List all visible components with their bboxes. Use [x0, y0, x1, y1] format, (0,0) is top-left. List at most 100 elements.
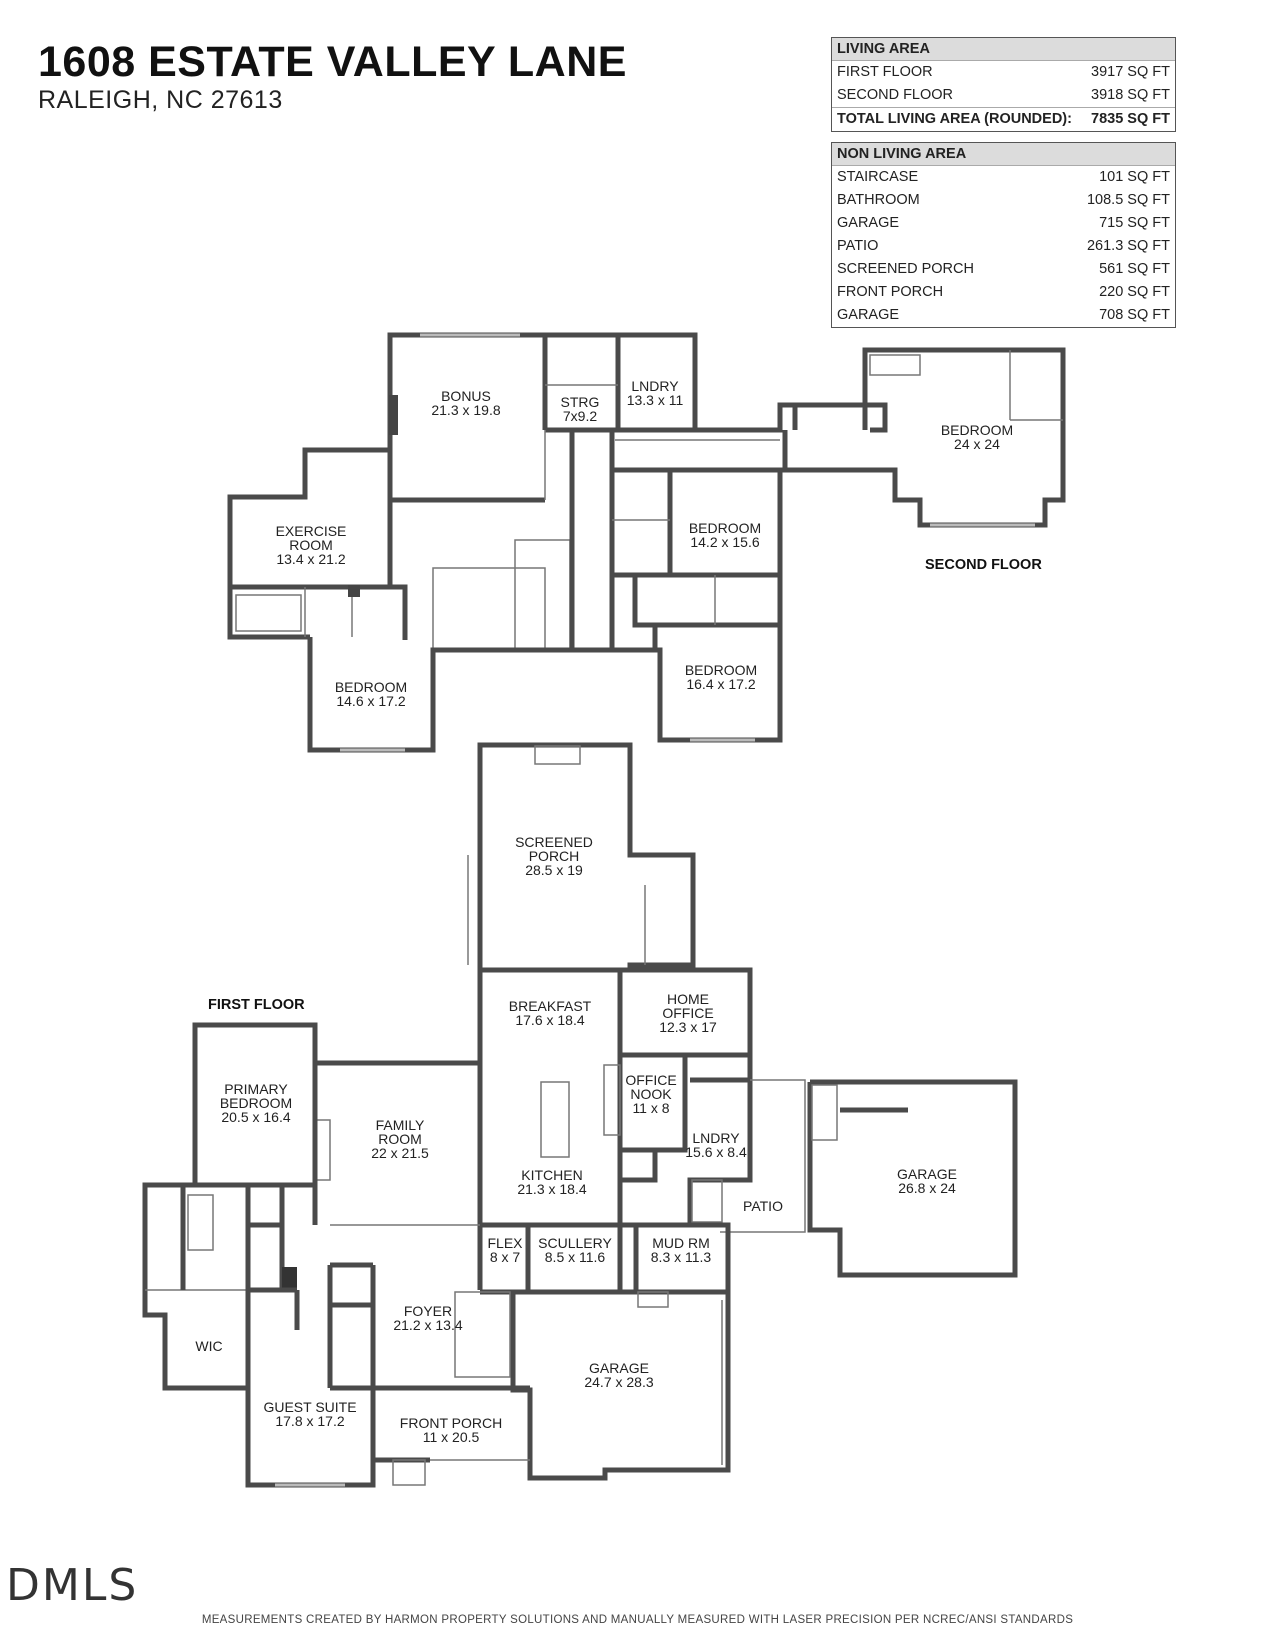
bedroom-24-walls — [782, 347, 1066, 528]
room-family-name: FAMILY — [376, 1117, 425, 1133]
fireplace-icon — [534, 745, 581, 765]
property-address: 1608 ESTATE VALLEY LANE — [38, 38, 627, 86]
row-value: 101 SQ FT — [1099, 169, 1170, 185]
stair-icon — [691, 1179, 723, 1223]
room-primary-dims: 20.5 x 16.4 — [221, 1109, 290, 1125]
non-living-row: FRONT PORCH 220 SQ FT — [832, 281, 1175, 304]
non-living-row: BATHROOM 108.5 SQ FT — [832, 189, 1175, 212]
row-label: FRONT PORCH — [837, 284, 944, 300]
row-label: GARAGE — [837, 215, 900, 231]
first-floor-plan — [142, 742, 1018, 1488]
room-primary-name2: BEDROOM — [220, 1095, 292, 1111]
step-icon — [392, 1459, 426, 1486]
row-label: BATHROOM — [837, 192, 920, 208]
bedroom-142-walls — [612, 467, 783, 578]
living-area-row: SECOND FLOOR 3918 SQ FT — [832, 84, 1175, 107]
primary-bedroom-walls — [142, 1022, 318, 1391]
column — [282, 1267, 297, 1289]
room-lndry2-name: LNDRY — [631, 378, 679, 394]
non-living-area-heading: NON LIVING AREA — [832, 143, 1175, 166]
first-floor-label: FIRST FLOOR — [208, 997, 305, 1013]
kitchen-island — [540, 1081, 570, 1158]
row-value: 715 SQ FT — [1099, 215, 1170, 231]
room-flex-name: FLEX — [487, 1235, 523, 1251]
total-value: 7835 SQ FT — [1091, 111, 1170, 127]
room-breakfast-dims: 17.6 x 18.4 — [515, 1012, 584, 1028]
room-bonus-name: BONUS — [441, 388, 491, 404]
living-area-table: LIVING AREA FIRST FLOOR 3917 SQ FT SECON… — [831, 37, 1176, 132]
room-garage247-dims: 24.7 x 28.3 — [584, 1374, 653, 1390]
room-garage268-dims: 26.8 x 24 — [898, 1180, 956, 1196]
room-garage268-name: GARAGE — [897, 1166, 957, 1182]
room-exercise-name2: ROOM — [289, 537, 333, 553]
stair-opening — [432, 567, 546, 650]
room-garage247-name: GARAGE — [589, 1360, 649, 1376]
living-area-total-row: TOTAL LIVING AREA (ROUNDED): 7835 SQ FT — [832, 107, 1175, 131]
room-primary-name: PRIMARY — [224, 1081, 288, 1097]
room-screened-porch-name: SCREENED — [515, 834, 593, 850]
room-exercise-dims: 13.4 x 21.2 — [276, 551, 345, 567]
room-strg-name: STRG — [561, 394, 600, 410]
room-foyer-name: FOYER — [404, 1303, 452, 1319]
bath-walls — [632, 575, 783, 628]
bonus-chimney — [389, 395, 398, 435]
bedroom-146-walls — [307, 637, 655, 753]
row-value: 108.5 SQ FT — [1086, 192, 1170, 208]
room-bedroom142-dims: 14.2 x 15.6 — [690, 534, 759, 550]
wall — [620, 1150, 658, 1183]
row-label: PATIO — [837, 238, 879, 254]
row-value: 561 SQ FT — [1099, 261, 1170, 277]
property-city: RALEIGH, NC 27613 — [38, 86, 283, 114]
room-bedroom24-dims: 24 x 24 — [954, 436, 1000, 452]
room-kitchen-dims: 21.3 x 18.4 — [517, 1181, 586, 1197]
bedroom-164-walls — [652, 625, 783, 743]
room-bedroom24-name: BEDROOM — [941, 422, 1013, 438]
step-icon — [637, 1291, 669, 1308]
room-home-office-name: HOME — [667, 991, 709, 1007]
room-bonus-dims: 21.3 x 19.8 — [431, 402, 500, 418]
room-bedroom146-name: BEDROOM — [335, 679, 407, 695]
living-area-row: FIRST FLOOR 3917 SQ FT — [832, 61, 1175, 84]
room-office-nook-name2: NOOK — [630, 1086, 672, 1102]
room-mudrm-dims: 8.3 x 11.3 — [651, 1249, 712, 1265]
living-area-heading: LIVING AREA — [832, 38, 1175, 61]
hall-walls — [695, 402, 798, 433]
room-lndry1-dims: 15.6 x 8.4 — [685, 1144, 747, 1160]
tub-icon — [235, 594, 302, 632]
room-screened-porch-name2: PORCH — [529, 848, 580, 864]
total-label: TOTAL LIVING AREA (ROUNDED): — [837, 111, 1072, 127]
room-breakfast-name: BREAKFAST — [509, 998, 592, 1014]
room-guest-suite-name: GUEST SUITE — [263, 1399, 356, 1415]
room-lndry2-dims: 13.3 x 11 — [627, 392, 684, 408]
room-guest-suite-dims: 17.8 x 17.2 — [275, 1413, 344, 1429]
room-scullery-name: SCULLERY — [538, 1235, 612, 1251]
office-nook-walls — [620, 1055, 688, 1153]
room-bedroom146-dims: 14.6 x 17.2 — [336, 693, 405, 709]
patio-outline — [720, 1079, 806, 1233]
room-bedroom164-dims: 16.4 x 17.2 — [686, 676, 755, 692]
non-living-row: GARAGE 715 SQ FT — [832, 212, 1175, 235]
room-office-nook-name: OFFICE — [625, 1072, 676, 1088]
stair-icon — [454, 1291, 511, 1378]
room-flex-dims: 8 x 7 — [490, 1249, 521, 1265]
footer-disclaimer: MEASUREMENTS CREATED BY HARMON PROPERTY … — [201, 1614, 1074, 1626]
row-value: 3918 SQ FT — [1091, 87, 1170, 103]
room-kitchen-name: KITCHEN — [521, 1167, 582, 1183]
row-value: 220 SQ FT — [1099, 284, 1170, 300]
row-value: 3917 SQ FT — [1091, 64, 1170, 80]
room-foyer-dims: 21.2 x 13.4 — [393, 1317, 462, 1333]
room-front-porch-name: FRONT PORCH — [400, 1415, 502, 1431]
tub-icon — [187, 1194, 214, 1251]
room-front-porch-dims: 11 x 20.5 — [423, 1429, 480, 1445]
room-bedroom164-name: BEDROOM — [685, 662, 757, 678]
hall-walls — [795, 402, 888, 433]
room-bedroom142-name: BEDROOM — [689, 520, 761, 536]
row-label: FIRST FLOOR — [837, 64, 933, 80]
hall-walls — [387, 500, 408, 640]
room-family-name2: ROOM — [378, 1131, 422, 1147]
screened-porch-walls — [477, 742, 696, 970]
